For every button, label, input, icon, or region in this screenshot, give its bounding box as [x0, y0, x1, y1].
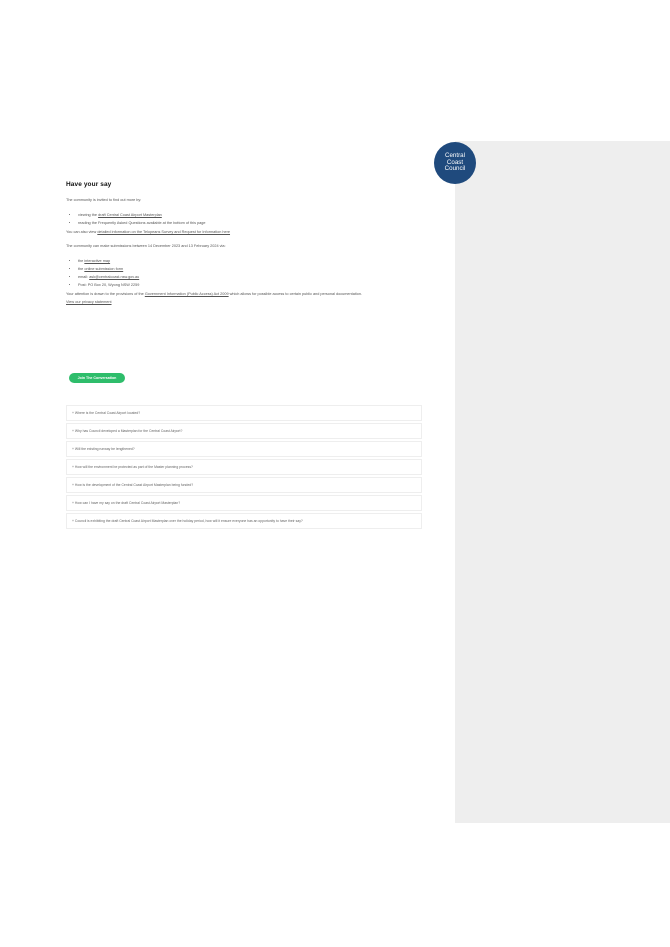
faq-item[interactable]: + Why has Council developed a Masterplan…	[66, 423, 422, 439]
submission-methods-list: the interactive map the online submissio…	[66, 257, 426, 289]
detailed-info-link[interactable]: detailed information on the Telopeans Su…	[97, 230, 231, 234]
list-item: viewing the draft Central Coast Airport …	[78, 211, 426, 219]
council-logo: Central Coast Council	[434, 142, 476, 184]
privacy-text: View our privacy statement	[66, 298, 426, 306]
faq-item[interactable]: + How can I have my say on the draft Cen…	[66, 495, 422, 511]
list-item: the interactive map	[78, 257, 426, 265]
detail-text: You can also view detailed information o…	[66, 230, 231, 234]
join-conversation-button[interactable]: Join The Conversation	[69, 373, 125, 383]
faq-item[interactable]: + How will the environment be protected …	[66, 459, 422, 475]
email-link[interactable]: ask@centralcoast.nsw.gov.au	[89, 275, 140, 279]
list-item: email: ask@centralcoast.nsw.gov.au	[78, 273, 426, 281]
faq-item[interactable]: + How is the development of the Central …	[66, 477, 422, 493]
find-out-list: viewing the draft Central Coast Airport …	[66, 211, 426, 227]
logo-line-3: Council	[444, 165, 466, 173]
page-heading: Have your say	[66, 181, 112, 188]
list-item: reading the Frequently Asked Questions a…	[78, 219, 426, 227]
gipa-act-link[interactable]: Government Information (Public Access) A…	[144, 292, 229, 296]
faq-accordion: + Where is the Central Coast Airport loc…	[66, 405, 422, 531]
main-content: Have your say The community is invited t…	[66, 180, 426, 306]
logo-line-1: Central	[445, 152, 465, 160]
list-item: the online submission form	[78, 265, 426, 273]
submission-form-link[interactable]: online submission form	[84, 267, 124, 271]
comments-panel	[455, 141, 670, 823]
list-item: Post: PO Box 20, Wyong NSW 2259	[78, 281, 426, 289]
intro-text: The community is invited to find out mor…	[66, 198, 142, 202]
interactive-map-link[interactable]: interactive map	[84, 259, 111, 263]
faq-item[interactable]: + Will the existing runway be lengthened…	[66, 441, 422, 457]
faq-item[interactable]: + Council is exhibiting the draft Centra…	[66, 513, 422, 529]
masterplan-link[interactable]: draft Central Coast Airport Masterplan	[98, 213, 162, 217]
gipa-text: Your attention is drawn to the provision…	[66, 292, 362, 296]
submission-dates-text: The community can make submissions betwe…	[66, 244, 226, 248]
logo-line-2: Coast	[446, 158, 464, 166]
privacy-statement-link[interactable]: View our privacy statement	[66, 300, 112, 304]
faq-item[interactable]: + Where is the Central Coast Airport loc…	[66, 405, 422, 421]
